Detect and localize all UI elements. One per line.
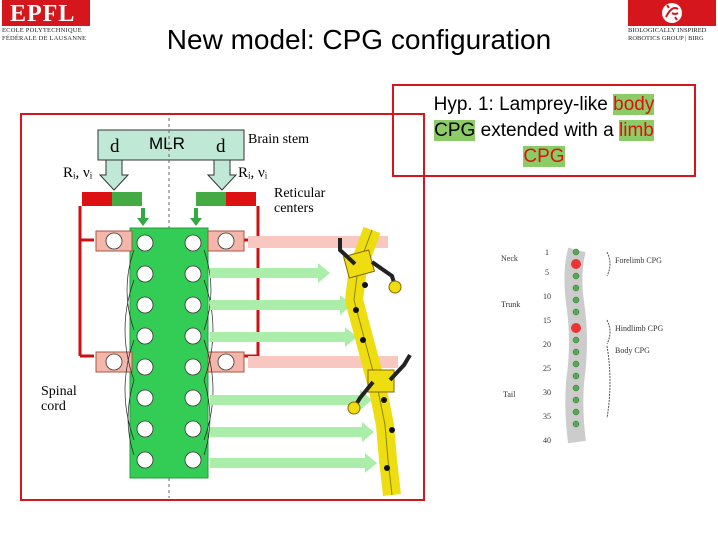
birg-lizard-icon <box>662 3 682 23</box>
red-path-left <box>78 206 94 358</box>
tick-20: 20 <box>543 340 551 349</box>
tick-35: 35 <box>543 412 551 421</box>
tick-5: 5 <box>545 268 549 277</box>
mlr-arrow-right <box>206 159 238 191</box>
ri-label-left: Rᵢ, νᵢ <box>63 165 93 181</box>
reticular-green-left <box>112 192 142 206</box>
mlr-arrow-left <box>98 159 130 191</box>
hyp-cpg-word-2: CPG <box>523 146 565 167</box>
brain-stem-label: Brain stem <box>248 132 310 147</box>
spinal-cord-label: Spinal cord <box>41 384 77 414</box>
tick-10: 10 <box>543 292 551 301</box>
hyp-limb-word: limb <box>619 120 654 141</box>
reticular-green-right <box>196 192 226 206</box>
green-output-arrows <box>210 263 377 473</box>
tick-30: 30 <box>543 388 551 397</box>
ri-label-right: Rᵢ, νᵢ <box>238 165 268 181</box>
hindlimb-cpg-label: Hindlimb CPG <box>615 324 664 333</box>
epfl-line-2: FÉDÉRALE DE LAUSANNE <box>2 34 87 42</box>
trunk-label: Trunk <box>501 300 521 309</box>
birg-logo-subtitle: BIOLOGICALLY INSPIRED ROBOTICS GROUP | B… <box>628 27 706 42</box>
neck-label: Neck <box>501 254 518 263</box>
epfl-logo-subtitle: ECOLE POLYTECHNIQUE FÉDÉRALE DE LAUSANNE <box>2 27 86 42</box>
birg-logo: BIOLOGICALLY INSPIRED ROBOTICS GROUP | B… <box>628 0 718 48</box>
birg-logo-mark <box>628 0 716 26</box>
spinal-line-2: cord <box>41 399 66 414</box>
reticular-red-left <box>82 192 112 206</box>
salamander-robot <box>338 226 412 497</box>
cpg-figure-frame <box>20 113 425 501</box>
tick-40: 40 <box>543 436 551 445</box>
birg-line-2: ROBOTICS GROUP | BIRG <box>628 34 704 42</box>
d-label-left: d <box>110 136 120 157</box>
body-cpg-column <box>129 227 209 479</box>
reticular-centers-label: Reticular centers <box>274 186 325 216</box>
birg-line-1: BIOLOGICALLY INSPIRED <box>628 27 707 34</box>
d-label-right: d <box>216 136 226 157</box>
hyp-middle: extended with a <box>475 120 619 141</box>
reticular-red-right <box>226 192 256 206</box>
spinal-line-1: Spinal <box>41 384 77 399</box>
tail-label: Tail <box>503 390 516 399</box>
hypothesis-box: Hyp. 1: Lamprey-like body CPG extended w… <box>392 84 696 177</box>
reticular-line-1: Reticular <box>274 186 326 201</box>
epfl-line-1: ECOLE POLYTECHNIQUE <box>2 27 82 34</box>
epfl-logo-mark: EPFL <box>2 0 90 27</box>
hyp-cpg-word-1: CPG <box>434 120 476 141</box>
epfl-logo: EPFL ECOLE POLYTECHNIQUE FÉDÉRALE DE LAU… <box>0 0 92 42</box>
coupling-arcs <box>124 249 214 456</box>
hyp-prefix: Hyp. 1: Lamprey-like <box>433 94 614 115</box>
salamander-schematic: Neck Trunk Tail 1 5 10 15 20 25 30 35 40… <box>497 242 702 447</box>
mlr-label: MLR <box>149 134 185 153</box>
reticular-line-2: centers <box>274 201 314 216</box>
body-cpg-label: Body CPG <box>615 346 650 355</box>
forelimb-cpg-label: Forelimb CPG <box>615 256 662 265</box>
oscillators <box>105 232 235 469</box>
hyp-body-word: body <box>613 94 655 115</box>
slide-title: New model: CPG configuration <box>166 24 552 55</box>
tick-1: 1 <box>545 248 549 257</box>
mlr-box <box>97 129 245 161</box>
tick-25: 25 <box>543 364 551 373</box>
tick-15: 15 <box>543 316 551 325</box>
